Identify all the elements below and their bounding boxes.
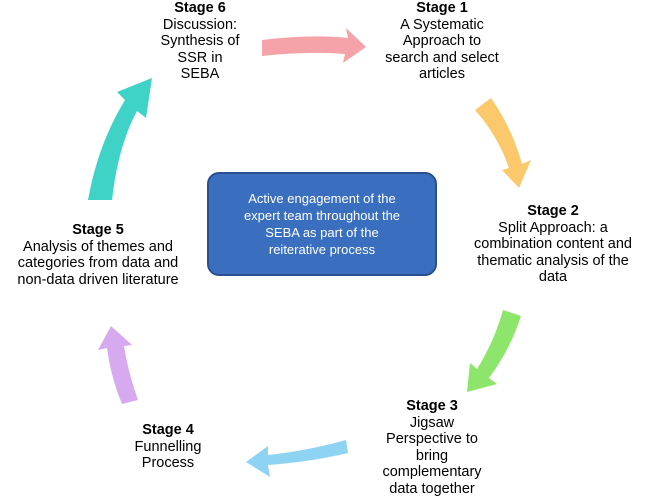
stage-4-description: Funnelling Process (134, 438, 202, 472)
arrow-stage1-to-stage2 (475, 98, 531, 188)
stage-6-block: Stage 6 Discussion: Synthesis of SSR in … (140, 0, 260, 83)
arrow-stage5-to-stage6 (88, 78, 152, 200)
stage-1-block: Stage 1 A Systematic Approach to search … (362, 0, 522, 83)
arrow-stage2-to-stage3 (467, 310, 521, 392)
stage-4-title: Stage 4 (142, 422, 194, 438)
stage-1-description: A Systematic Approach to search and sele… (385, 16, 499, 83)
stage-2-block: Stage 2 Split Approach: a combination co… (458, 203, 648, 286)
stage-3-description: Jigsaw Perspective to bring complementar… (382, 414, 482, 497)
stage-3-block: Stage 3 Jigsaw Perspective to bring comp… (362, 398, 502, 497)
stage-5-title: Stage 5 (72, 222, 124, 238)
center-engagement-box: Active engagement of the expert team thr… (207, 172, 437, 276)
stage-5-description: Analysis of themes and categories from d… (17, 238, 179, 288)
stage-1-title: Stage 1 (416, 0, 468, 16)
stage-6-title: Stage 6 (174, 0, 226, 16)
arrow-stage4-to-stage5 (98, 326, 138, 404)
arrow-stage3-to-stage4 (246, 440, 348, 477)
stage-2-description: Split Approach: a combination content an… (474, 219, 632, 286)
stage-4-block: Stage 4 Funnelling Process (118, 422, 218, 472)
stage-6-description: Discussion: Synthesis of SSR in SEBA (160, 16, 240, 83)
arrow-stage6-to-stage1 (262, 28, 366, 63)
stage-2-title: Stage 2 (527, 203, 579, 219)
stage-5-block: Stage 5 Analysis of themes and categorie… (0, 222, 196, 288)
stage-3-title: Stage 3 (406, 398, 458, 414)
